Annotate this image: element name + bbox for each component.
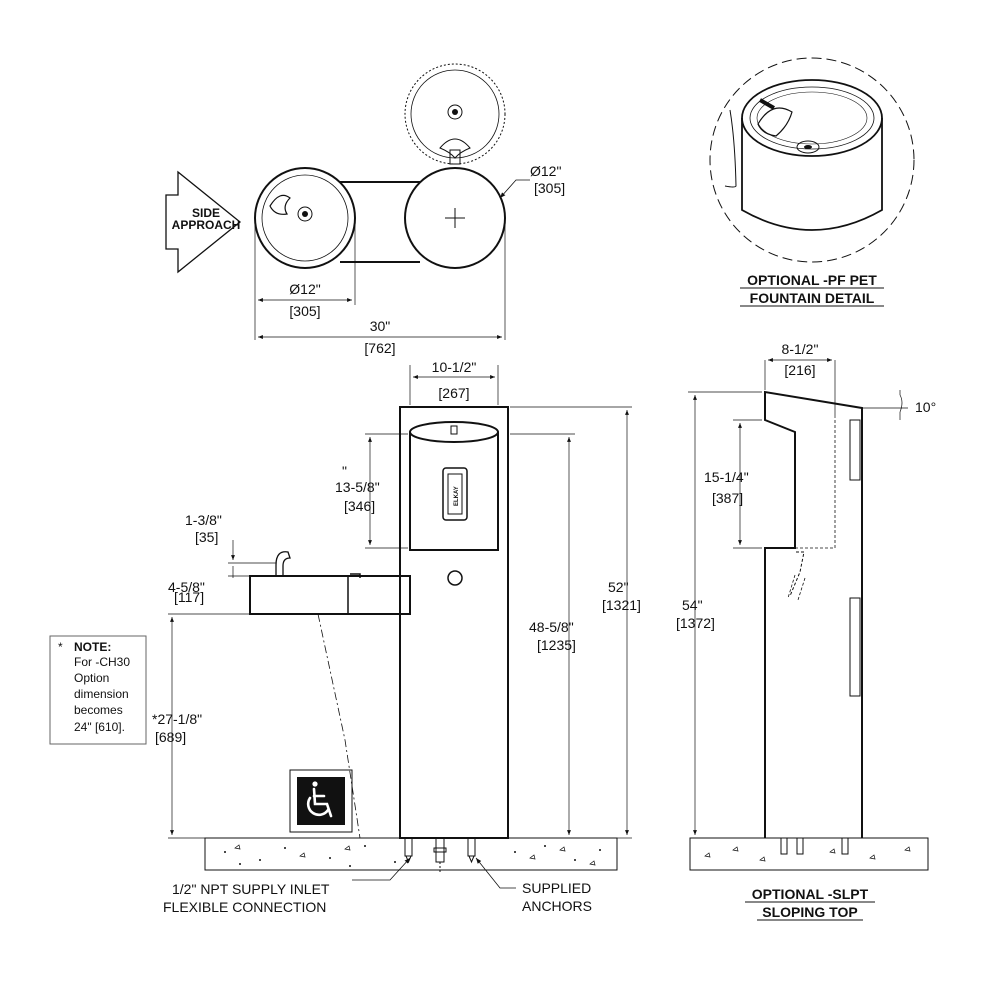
dia-right-metric: [305]: [534, 180, 565, 196]
side-ground-slab: [689, 837, 929, 871]
bowl-height-metric: [117]: [174, 589, 204, 605]
bowl-height-label: 4-5/8": [168, 579, 205, 595]
anchors-label-2: ANCHORS: [522, 898, 592, 914]
note-line-3: dimension: [74, 687, 129, 701]
drain-icon: [297, 206, 313, 222]
note-marker: *: [58, 640, 63, 654]
accessibility-sign: [289, 769, 353, 833]
side-view: 8-1/2" [216] 10° 15-1/4" [387] 54" [1372…: [676, 341, 936, 921]
overall-width-label: 30": [370, 318, 391, 334]
pet-fountain-top: [404, 63, 506, 165]
note-line-2: Option: [74, 671, 109, 685]
side-pedestal: [764, 390, 863, 838]
stray-mark: ": [342, 463, 347, 479]
front-concrete-hatch: [224, 845, 601, 867]
front-ground-slab: [204, 837, 618, 871]
rim-height-metric: [689]: [155, 729, 186, 745]
dia-right-label: Ø12": [530, 163, 561, 179]
wheelchair-icon: [306, 781, 333, 818]
side-anchor-bolts: [780, 837, 849, 855]
side-panel-lower: [849, 597, 861, 697]
top-width-metric: [267]: [438, 385, 469, 401]
filler-nozzle-icon: [450, 425, 458, 435]
slpt-caption-1: OPTIONAL -SLPT: [752, 886, 869, 902]
side-approach-arrow: SIDE APPROACH: [165, 170, 242, 274]
pet-fountain-detail: OPTIONAL -PF PET FOUNTAIN DETAIL: [709, 57, 915, 307]
angle-label: 10°: [915, 399, 936, 415]
recess-height-label: 15-1/4": [704, 469, 749, 485]
front-overall-height-metric: [1321]: [602, 597, 641, 613]
note-line-5: 24" [610].: [74, 720, 125, 734]
filler-height-metric: [1235]: [537, 637, 576, 653]
side-supply-line: [789, 551, 805, 597]
overall-width-metric: [762]: [364, 340, 395, 356]
spout-height-metric: [35]: [195, 529, 218, 545]
spout-height-label: 1-3/8": [185, 512, 222, 528]
note-box: * NOTE: For -CH30 Option dimension becom…: [49, 635, 147, 745]
supply-inlet-label-1: 1/2" NPT SUPPLY INLET: [172, 881, 330, 897]
front-concrete-triangles: [234, 844, 596, 866]
anchor-bolts: [404, 837, 476, 864]
supply-inlet-label-2: FLEXIBLE CONNECTION: [163, 899, 326, 915]
side-panel-upper: [849, 419, 861, 481]
anchors-label-1: SUPPLIED: [522, 880, 591, 896]
right-bottle-top: [404, 167, 506, 269]
side-overall-height-metric: [1372]: [676, 615, 715, 631]
bottle-height-metric: [346]: [344, 498, 375, 514]
top-width-label: 10-1/2": [432, 359, 477, 375]
side-approach-label-1: SIDE: [192, 206, 220, 220]
recess-height-metric: [387]: [712, 490, 743, 506]
supply-inlet-fitting: [433, 837, 447, 874]
dia-left-metric: [305]: [289, 303, 320, 319]
pedestal: [399, 406, 509, 839]
bottle-logo-text: ELKAY: [454, 486, 460, 506]
top-depth-label: 8-1/2": [782, 341, 819, 357]
pet-bubbler-icon: [439, 138, 471, 159]
pet-detail-bubbler-icon: [757, 107, 793, 137]
rim-height-label: *27-1/8": [152, 711, 202, 727]
side-concrete-hatch: [704, 846, 911, 862]
front-bowl: [249, 551, 411, 615]
top-view: SIDE APPROACH Ø12": [165, 63, 565, 356]
filler-height-label: 48-5/8": [529, 619, 574, 635]
bottle-sensor-display: ELKAY: [442, 467, 468, 521]
front-view: ELKAY: [152, 359, 641, 915]
pet-drain-icon: [447, 104, 463, 120]
dia-left-label: Ø12": [289, 281, 320, 297]
pet-detail-caption-1: OPTIONAL -PF PET: [747, 272, 877, 288]
note-line-4: becomes: [74, 703, 123, 717]
pet-detail-caption-2: FOUNTAIN DETAIL: [750, 290, 875, 306]
left-bowl-top: [254, 167, 356, 269]
front-overall-height-label: 52": [608, 579, 629, 595]
knee-clearance-line: [317, 613, 361, 839]
push-button: [447, 570, 463, 586]
pet-detail-drain-icon: [796, 140, 820, 154]
top-depth-metric: [216]: [784, 362, 815, 378]
front-bubbler-icon: [275, 551, 291, 576]
slpt-caption-2: SLOPING TOP: [762, 904, 857, 920]
side-overall-height-label: 54": [682, 597, 703, 613]
top-view-body: [340, 181, 420, 263]
note-title: NOTE:: [74, 640, 111, 654]
note-line-1: For -CH30: [74, 655, 130, 669]
bubbler-icon: [269, 194, 291, 215]
side-approach-label-2: APPROACH: [172, 218, 241, 232]
bottle-filler-recess: [409, 432, 499, 551]
bottle-height-label: 13-5/8": [335, 479, 380, 495]
